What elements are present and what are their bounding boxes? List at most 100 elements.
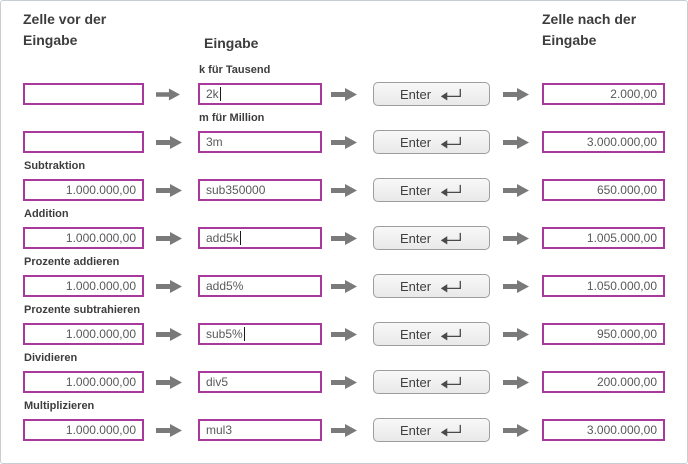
cell-input[interactable]: mul3 bbox=[198, 419, 322, 441]
enter-button-label: Enter bbox=[399, 86, 432, 102]
enter-key-icon bbox=[440, 87, 461, 101]
right-arrow-icon bbox=[331, 376, 357, 389]
column-header-before: Zelle vor der Eingabe bbox=[23, 11, 107, 48]
enter-button[interactable]: Enter bbox=[373, 370, 490, 394]
enter-button-label: Enter bbox=[399, 134, 432, 150]
cell-result[interactable]: 3.000.000,00 bbox=[542, 131, 665, 153]
cell-before[interactable]: 1.000.000,00 bbox=[23, 323, 144, 345]
cell-input[interactable]: sub350000 bbox=[198, 179, 322, 201]
right-arrow-icon bbox=[331, 136, 357, 149]
right-arrow-icon bbox=[156, 328, 182, 341]
cell-before[interactable]: 1.000.000,00 bbox=[23, 371, 144, 393]
cell-input[interactable]: sub5% bbox=[198, 323, 322, 345]
cell-result[interactable]: 1.005.000,00 bbox=[542, 227, 665, 249]
row-label: Dividieren bbox=[24, 352, 78, 364]
enter-button[interactable]: Enter bbox=[373, 418, 490, 442]
enter-button[interactable]: Enter bbox=[373, 226, 490, 250]
right-arrow-icon bbox=[331, 232, 357, 245]
right-arrow-icon bbox=[156, 184, 182, 197]
right-arrow-icon bbox=[503, 136, 529, 149]
right-arrow-icon bbox=[331, 88, 357, 101]
text-cursor bbox=[239, 231, 241, 245]
cell-result[interactable]: 950.000,00 bbox=[542, 323, 665, 345]
row-label: Prozente addieren bbox=[24, 256, 120, 268]
row-label: k für Tausend bbox=[199, 64, 271, 76]
cell-result-value: 650.000,00 bbox=[596, 183, 657, 197]
cell-input-value: sub350000 bbox=[206, 183, 266, 197]
cell-input-value: div5 bbox=[206, 375, 229, 389]
cell-result[interactable]: 650.000,00 bbox=[542, 179, 665, 201]
right-arrow-icon bbox=[503, 376, 529, 389]
enter-key-icon bbox=[440, 183, 461, 197]
cell-result-value: 2.000,00 bbox=[610, 87, 657, 101]
cell-before-value: 1.000.000,00 bbox=[65, 231, 136, 245]
cell-input[interactable]: add5% bbox=[198, 275, 322, 297]
cell-result[interactable]: 200.000,00 bbox=[542, 371, 665, 393]
enter-button[interactable]: Enter bbox=[373, 130, 490, 154]
row-dividieren: Dividieren 1.000.000,00 div5 Enter 200.0… bbox=[1, 352, 687, 394]
enter-key-icon bbox=[440, 279, 461, 293]
cell-before[interactable]: 1.000.000,00 bbox=[23, 179, 144, 201]
cell-input[interactable]: 3m bbox=[198, 131, 322, 153]
row-subtraktion: Subtraktion 1.000.000,00 sub350000 Enter… bbox=[1, 160, 687, 202]
enter-button-label: Enter bbox=[399, 230, 432, 246]
text-cursor bbox=[243, 327, 245, 341]
row-label: Multiplizieren bbox=[24, 400, 95, 412]
cell-input[interactable]: div5 bbox=[198, 371, 322, 393]
cell-result[interactable]: 3.000.000,00 bbox=[542, 419, 665, 441]
row-k-fuer-tausend: k für Tausend 2k Enter 2.000,00 bbox=[1, 64, 687, 106]
row-prozente-addieren: Prozente addieren 1.000.000,00 add5% Ent… bbox=[1, 256, 687, 298]
enter-button-label: Enter bbox=[399, 374, 432, 390]
row-label: Addition bbox=[24, 208, 69, 220]
cell-before[interactable] bbox=[23, 131, 144, 153]
cell-input[interactable]: 2k bbox=[198, 83, 322, 105]
right-arrow-icon bbox=[156, 280, 182, 293]
right-arrow-icon bbox=[503, 232, 529, 245]
right-arrow-icon bbox=[331, 328, 357, 341]
row-addition: Addition 1.000.000,00 add5k Enter 1.005.… bbox=[1, 208, 687, 250]
enter-button-label: Enter bbox=[399, 182, 432, 198]
cell-result[interactable]: 1.050.000,00 bbox=[542, 275, 665, 297]
right-arrow-icon bbox=[503, 424, 529, 437]
enter-key-icon bbox=[440, 135, 461, 149]
cell-before[interactable] bbox=[23, 83, 144, 105]
cell-result-value: 3.000.000,00 bbox=[586, 135, 657, 149]
row-multiplizieren: Multiplizieren 1.000.000,00 mul3 Enter 3… bbox=[1, 400, 687, 442]
right-arrow-icon bbox=[331, 184, 357, 197]
right-arrow-icon bbox=[503, 88, 529, 101]
right-arrow-icon bbox=[503, 280, 529, 293]
enter-key-icon bbox=[440, 327, 461, 341]
row-m-fuer-million: m für Million 3m Enter 3.000.000,00 bbox=[1, 112, 687, 154]
cell-before[interactable]: 1.000.000,00 bbox=[23, 419, 144, 441]
cell-before[interactable]: 1.000.000,00 bbox=[23, 275, 144, 297]
right-arrow-icon bbox=[156, 376, 182, 389]
cell-input-value: 2k bbox=[206, 87, 219, 101]
enter-button[interactable]: Enter bbox=[373, 274, 490, 298]
enter-button[interactable]: Enter bbox=[373, 82, 490, 106]
cell-result-value: 1.050.000,00 bbox=[586, 279, 657, 293]
enter-key-icon bbox=[440, 231, 461, 245]
enter-button-label: Enter bbox=[399, 278, 432, 294]
enter-button[interactable]: Enter bbox=[373, 322, 490, 346]
row-label: Prozente subtrahieren bbox=[24, 304, 141, 316]
cell-input-value: mul3 bbox=[206, 423, 233, 437]
right-arrow-icon bbox=[503, 184, 529, 197]
cell-before[interactable]: 1.000.000,00 bbox=[23, 227, 144, 249]
enter-button[interactable]: Enter bbox=[373, 178, 490, 202]
enter-button-label: Enter bbox=[399, 326, 432, 342]
cell-input[interactable]: add5k bbox=[198, 227, 322, 249]
cell-before-value: 1.000.000,00 bbox=[65, 279, 136, 293]
right-arrow-icon bbox=[156, 136, 182, 149]
cell-input-value: 3m bbox=[206, 135, 223, 149]
cell-result[interactable]: 2.000,00 bbox=[542, 83, 665, 105]
right-arrow-icon bbox=[156, 424, 182, 437]
cell-before-value: 1.000.000,00 bbox=[65, 375, 136, 389]
cell-result-value: 3.000.000,00 bbox=[586, 423, 657, 437]
row-label: m für Million bbox=[199, 112, 265, 124]
right-arrow-icon bbox=[503, 328, 529, 341]
cell-input-value: add5% bbox=[206, 279, 244, 293]
right-arrow-icon bbox=[156, 232, 182, 245]
enter-key-icon bbox=[440, 423, 461, 437]
cell-input-value: sub5% bbox=[206, 327, 243, 341]
